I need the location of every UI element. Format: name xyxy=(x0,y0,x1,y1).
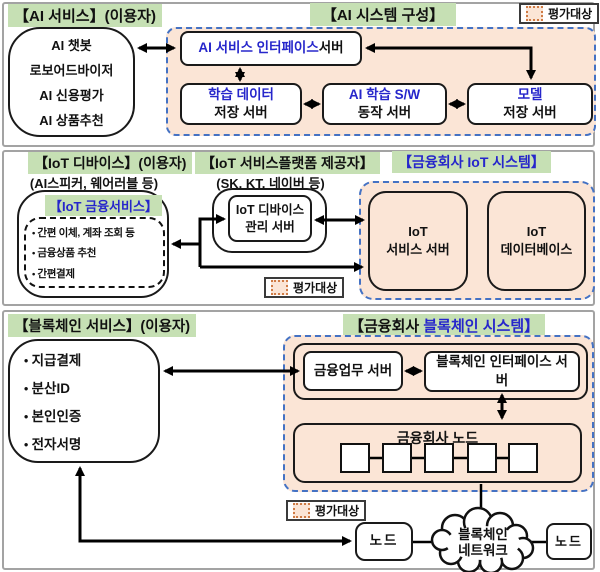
iot-platform-header: 【IoT 서비스플랫폼 제공자】 xyxy=(195,152,380,174)
server-subtitle: 저장 서버 xyxy=(214,105,268,120)
legend-label: 평가대상 xyxy=(293,281,338,295)
iot-finance-item: 금융상품 추천 xyxy=(32,245,163,260)
iot-finance-item: 간편 이체, 계좌 조회 등 xyxy=(32,225,163,240)
bc-user-item: 본인인증 xyxy=(24,405,82,425)
ai-learning-sw-server-box: AI 학습 S/W 동작 서버 xyxy=(322,83,447,125)
iot-platform-subheader: (SK, KT, 네이버 등) xyxy=(216,176,325,191)
server-subtitle: 데이터베이스 xyxy=(500,242,573,257)
ai-user-item: AI 챗봇 xyxy=(51,38,92,53)
ai-user-box: AI 챗봇 로보어드바이저 AI 신용평가 AI 상품추천 xyxy=(8,27,135,137)
legend-label: 평가대상 xyxy=(548,7,593,21)
legend-eval-target-top: 평가대상 xyxy=(519,3,600,24)
eval-target-swatch-icon xyxy=(293,503,310,518)
blockchain-block xyxy=(424,443,454,473)
blockchain-block xyxy=(340,443,370,473)
legend-eval-target-middle: 평가대상 xyxy=(264,277,345,298)
bc-system-header-blue: 블록체인 시스템】 xyxy=(423,318,540,335)
bc-external-node-left-box: 노드 xyxy=(355,522,413,561)
bc-interface-server-box: 블록체인 인터페이스 서버 xyxy=(424,351,580,392)
server-subtitle: 서비스 서버 xyxy=(386,242,450,257)
bc-user-box: 지급결제 분산ID 본인인증 전자서명 xyxy=(8,339,160,463)
server-title: AI 학습 S/W xyxy=(348,86,421,102)
ai-user-header: 【AI 서비스】(이용자) xyxy=(8,4,162,27)
server-title: IoT xyxy=(526,223,547,239)
bc-user-header: 【블록체인 서비스】(이용자) xyxy=(8,314,197,337)
ai-interface-server-box: AI 서비스 인터페이스 서버 xyxy=(180,31,362,66)
server-subtitle: 저장 서버 xyxy=(503,105,557,120)
eval-target-swatch-icon xyxy=(526,6,543,21)
iot-finance-item: 간편결제 xyxy=(32,266,163,281)
eval-target-swatch-icon xyxy=(271,280,288,295)
server-title: 학습 데이터 xyxy=(208,86,274,102)
bc-user-item: 분산ID xyxy=(24,377,70,397)
bc-network-line2: 네트워크 xyxy=(458,543,508,559)
blockchain-block xyxy=(382,443,412,473)
blockchain-block xyxy=(467,443,497,473)
bc-network-label: 블록체인 네트워크 xyxy=(433,527,533,559)
bc-user-item: 지급결제 xyxy=(24,349,82,369)
server-title: 모델 xyxy=(517,86,543,102)
iot-database-box: IoT 데이터베이스 xyxy=(487,191,586,291)
ai-interface-server-name: AI 서비스 인터페이스 xyxy=(198,40,319,56)
ai-interface-server-suffix: 서버 xyxy=(318,40,344,56)
server-title: IoT xyxy=(408,223,428,239)
iot-device-subheader: (AI스피커, 웨어러블 등) xyxy=(29,176,159,191)
iot-device-header: 【IoT 디바이스】(이용자) xyxy=(28,152,193,174)
bc-network-line1: 블록체인 xyxy=(458,527,508,542)
iot-device-mgmt-server-box: IoT 디바이스 관리 서버 xyxy=(228,195,312,242)
bc-system-header-black: 【금융회사 xyxy=(349,318,424,335)
ai-user-item: AI 상품추천 xyxy=(39,113,104,128)
iot-finance-service-list: 간편 이체, 계좌 조회 등 금융상품 추천 간편결제 xyxy=(24,217,165,288)
legend-eval-target-bottom: 평가대상 xyxy=(286,500,367,521)
blockchain-block xyxy=(508,443,538,473)
iot-system-header: 【금융회사 IoT 시스템】 xyxy=(392,151,551,173)
bc-company-node-title: 금융회사 노드 xyxy=(396,430,479,446)
ai-user-item: AI 신용평가 xyxy=(39,88,104,103)
server-subtitle: 동작 서버 xyxy=(357,105,412,120)
iot-service-server-box: IoT 서비스 서버 xyxy=(368,191,468,291)
bc-user-item: 전자서명 xyxy=(24,433,82,453)
ai-training-data-server-box: 학습 데이터 저장 서버 xyxy=(180,83,302,125)
ai-model-server-box: 모델 저장 서버 xyxy=(467,83,593,125)
iot-finance-service-header: 【IoT 금융서비스】 xyxy=(45,195,162,216)
ai-user-item: 로보어드바이저 xyxy=(29,63,114,78)
bc-system-header: 【금융회사 블록체인 시스템】 xyxy=(343,314,546,337)
bc-finance-server-box: 금융업무 서버 xyxy=(303,351,403,391)
ai-system-header: 【AI 시스템 구성】 xyxy=(310,3,456,26)
legend-label: 평가대상 xyxy=(315,504,360,518)
bc-external-node-right-box: 노드 xyxy=(546,523,592,560)
